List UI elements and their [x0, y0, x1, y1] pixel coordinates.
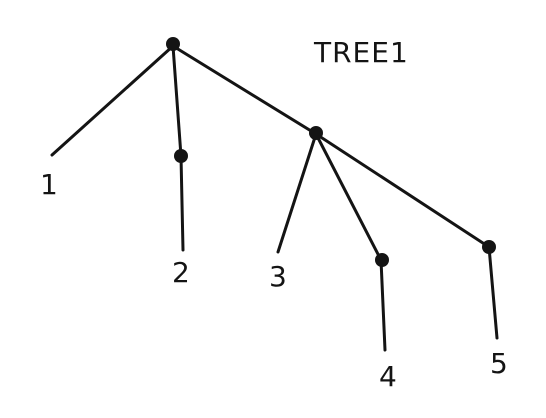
leaf-label-2: 2 — [172, 256, 190, 289]
edge-node-b-leaf-3 — [276, 132, 318, 254]
leaf-label-1: 1 — [40, 168, 58, 201]
edge-root-node-a — [171, 44, 183, 158]
tree-nodes — [166, 37, 496, 267]
node-root — [166, 37, 180, 51]
leaf-label-4: 4 — [379, 360, 397, 393]
node-b — [309, 126, 323, 140]
edge-node-d-leaf-5 — [487, 245, 499, 340]
node-d — [482, 240, 496, 254]
edge-node-b-node-d — [314, 132, 491, 249]
edge-root-leaf-1 — [50, 44, 175, 157]
edge-node-b-node-c — [314, 132, 383, 262]
tree-title: TREE1 — [313, 36, 409, 69]
leaf-labels: 1 2 3 4 5 — [40, 168, 508, 393]
node-c — [375, 253, 389, 267]
leaf-label-5: 5 — [490, 347, 508, 380]
edge-root-node-b — [171, 44, 318, 136]
leaf-label-3: 3 — [269, 260, 287, 293]
tree-edges — [50, 44, 499, 352]
node-a — [174, 149, 188, 163]
edge-node-c-leaf-4 — [379, 258, 387, 352]
edge-node-a-leaf-2 — [179, 154, 185, 252]
